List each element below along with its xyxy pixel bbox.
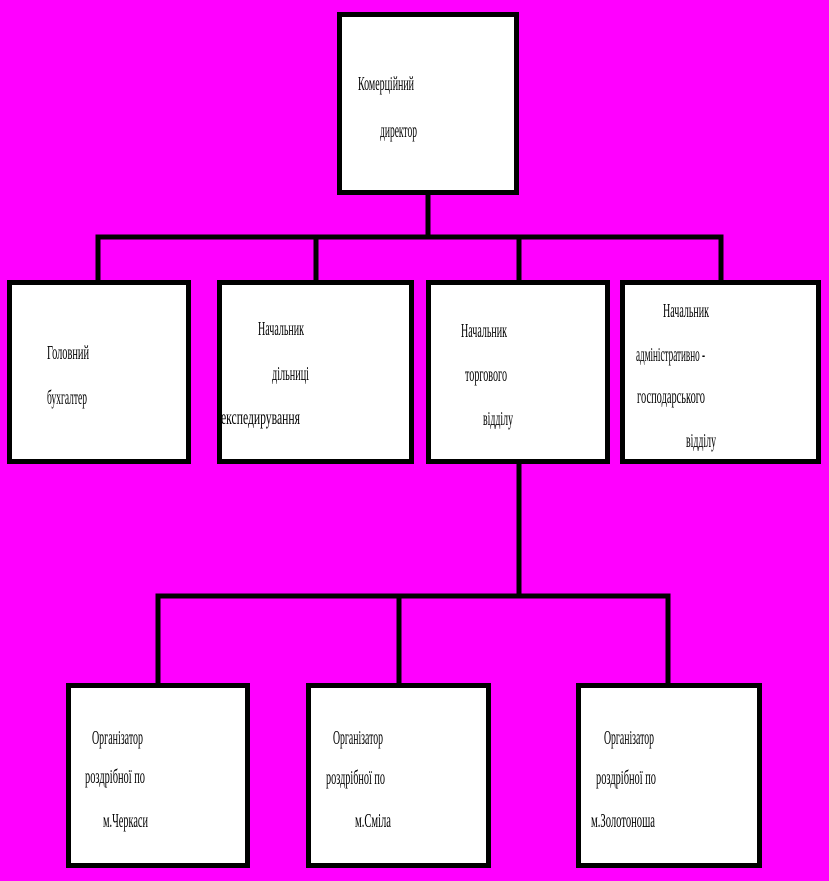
node-label-line: господарського (637, 386, 705, 408)
box-expedition-head: Начальник дільниці експедирування (217, 280, 414, 464)
node-label-line: відділу (686, 430, 716, 452)
node-label-line: м.Сміла (355, 810, 391, 832)
node-label-line: Комерційний (358, 73, 414, 95)
box-frame (306, 683, 491, 868)
node-label-line: експедирування (221, 407, 300, 429)
node-label-line: бухгалтер (47, 387, 87, 409)
node-label-line: Організатор (333, 727, 383, 749)
box-organizer-zolotonosha: Організатор роздрібної по м.Золотоноша (576, 683, 762, 868)
node-label-line: роздрібної по (85, 766, 145, 788)
node-label-line: Організатор (604, 727, 654, 749)
box-organizer-smila: Організатор роздрібної по м.Сміла (306, 683, 491, 868)
box-chief-accountant: Головний бухгалтер (7, 280, 191, 464)
box-frame (66, 683, 250, 868)
node-label-line: Головний (47, 342, 89, 364)
node-label-line: Організатор (92, 727, 143, 749)
box-frame (217, 280, 414, 464)
box-frame (576, 683, 762, 868)
node-label-line: м.Черкаси (103, 810, 148, 832)
node-label-line: Начальник (461, 320, 507, 342)
box-trade-department-head: Начальник торгового відділу (426, 280, 610, 464)
node-label-line: дільниці (272, 363, 309, 385)
node-label-line: адміністративно - (636, 344, 705, 366)
connectors (95, 192, 724, 688)
box-frame (337, 12, 519, 195)
box-commercial-director: Комерційний директор (337, 12, 519, 195)
box-admin-department-head: Начальник адміністративно - господарсько… (620, 280, 821, 464)
box-frame (7, 280, 191, 464)
box-organizer-cherkasy: Організатор роздрібної по м.Черкаси (66, 683, 250, 868)
box-frame (620, 280, 821, 464)
node-label-line: м.Золотоноша (591, 810, 655, 832)
box-frame (426, 280, 610, 464)
node-label-line: відділу (483, 408, 513, 430)
node-label-line: Начальник (663, 300, 709, 322)
node-label-line: роздрібної по (326, 767, 385, 789)
node-label-line: торгового (465, 364, 507, 386)
node-label-line: Начальник (258, 318, 304, 340)
node-label-line: роздрібної по (596, 767, 656, 789)
node-label-line: директор (380, 120, 417, 142)
